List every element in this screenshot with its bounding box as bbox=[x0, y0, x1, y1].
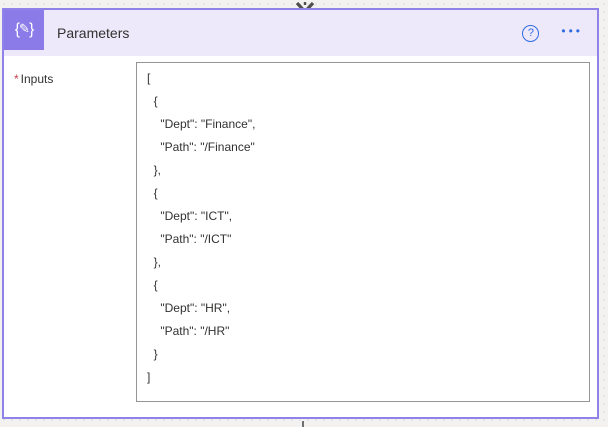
help-icon[interactable]: ? bbox=[522, 24, 540, 42]
compose-action-card: {✎} Parameters ? ••• *Inputs [ { "Dept":… bbox=[2, 8, 599, 419]
card-header[interactable]: {✎} Parameters ? ••• bbox=[4, 10, 597, 56]
inputs-textarea[interactable]: [ { "Dept": "Finance", "Path": "/Finance… bbox=[136, 62, 590, 402]
card-body: *Inputs [ { "Dept": "Finance", "Path": "… bbox=[4, 56, 597, 419]
ellipsis-menu-icon[interactable]: ••• bbox=[561, 22, 583, 44]
action-title: Parameters bbox=[57, 25, 130, 41]
header-actions: ? ••• bbox=[522, 10, 583, 56]
inputs-label: Inputs bbox=[20, 72, 54, 86]
required-asterisk: * bbox=[14, 72, 19, 86]
connector-line bbox=[302, 421, 304, 427]
compose-data-operation-icon: {✎} bbox=[4, 10, 44, 50]
pencil-icon: ✎ bbox=[19, 21, 30, 36]
inputs-label-row: *Inputs bbox=[14, 62, 136, 419]
